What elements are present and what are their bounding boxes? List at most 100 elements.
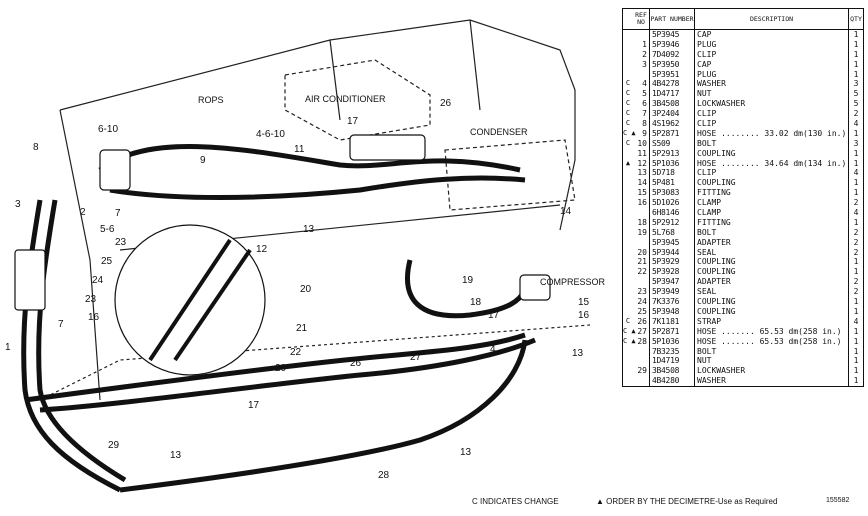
ref-no: 10 bbox=[633, 138, 650, 149]
callout: 20 bbox=[300, 284, 312, 295]
row-mark bbox=[623, 376, 633, 386]
part-number: 1D4717 bbox=[650, 89, 695, 100]
quantity: 1 bbox=[853, 356, 859, 366]
ref-no: 27 bbox=[633, 326, 650, 337]
quantity: 1 bbox=[853, 346, 859, 356]
callout: 8 bbox=[33, 142, 39, 153]
row-mark bbox=[623, 366, 633, 376]
part-number: 3B4508 bbox=[650, 99, 695, 110]
callout: 14 bbox=[560, 206, 572, 217]
ref-no: 4 bbox=[633, 79, 650, 90]
description: CAP bbox=[695, 30, 849, 40]
callout-numbers: 6-10 8 3 2 5-6 7 7 1 23 24 25 23 16 9 4-… bbox=[5, 98, 590, 481]
description: PLUG bbox=[695, 39, 849, 50]
quantity: 4 bbox=[853, 208, 859, 218]
quantity: 2 bbox=[853, 237, 859, 247]
ref-no: 14 bbox=[633, 178, 650, 189]
description: COUPLING bbox=[695, 148, 849, 159]
part-number-header: PART NUMBER bbox=[650, 9, 695, 29]
row-mark bbox=[623, 248, 633, 258]
description: PLUG bbox=[695, 69, 849, 80]
part-number: 4B4280 bbox=[650, 376, 695, 387]
quantity: 1 bbox=[853, 267, 859, 277]
order-note: ▲ ORDER BY THE DECIMETRE-Use as Required bbox=[596, 497, 778, 506]
hose-lines bbox=[21, 144, 536, 493]
row-mark bbox=[623, 208, 633, 218]
description: HOSE ........ 33.02 dm(130 in.) bbox=[695, 128, 849, 139]
description: LOCKWASHER bbox=[695, 366, 849, 377]
quantity: 4 bbox=[853, 316, 859, 326]
callout: 28 bbox=[378, 470, 390, 481]
quantity: 1 bbox=[853, 178, 859, 188]
ref-no: 22 bbox=[633, 267, 650, 278]
part-number: 5P2912 bbox=[650, 217, 695, 228]
air-conditioner-label: AIR CONDITIONER bbox=[305, 94, 386, 104]
ref-no: 24 bbox=[633, 297, 650, 307]
quantity: 2 bbox=[853, 247, 859, 257]
row-mark bbox=[623, 277, 633, 287]
description: ADAPTER bbox=[695, 237, 849, 248]
description: FITTING bbox=[695, 188, 849, 199]
quantity: 1 bbox=[853, 69, 859, 79]
row-mark: C bbox=[625, 99, 631, 108]
qty-header: QTY bbox=[850, 14, 862, 23]
row-mark: C ▲ bbox=[623, 336, 636, 345]
callout: 16 bbox=[88, 312, 100, 323]
description: CLIP bbox=[695, 49, 849, 60]
row-mark bbox=[623, 257, 633, 267]
row-mark bbox=[623, 356, 633, 366]
row-mark: C bbox=[625, 89, 631, 98]
row-mark bbox=[623, 228, 633, 238]
description: COUPLING bbox=[695, 178, 849, 189]
figure-code: 155582 bbox=[826, 497, 850, 504]
callout: 17 bbox=[347, 116, 359, 127]
description: FITTING bbox=[695, 217, 849, 228]
row-mark bbox=[623, 307, 633, 317]
change-note: C INDICATES CHANGE bbox=[472, 497, 559, 506]
part-number: 5P3929 bbox=[650, 257, 695, 268]
description: WASHER bbox=[695, 79, 849, 90]
ref-no: 7 bbox=[633, 109, 650, 120]
part-number: 5P3945 bbox=[650, 30, 695, 40]
quantity: 3 bbox=[853, 138, 859, 148]
quantity: 1 bbox=[853, 326, 859, 336]
callout: 6-10 bbox=[98, 124, 118, 135]
part-number: 5P1036 bbox=[650, 158, 695, 169]
part-number: 3P2404 bbox=[650, 109, 695, 120]
callout: 11 bbox=[294, 144, 305, 155]
callout: 23 bbox=[85, 294, 97, 305]
row-mark bbox=[623, 347, 633, 357]
description: COUPLING bbox=[695, 257, 849, 268]
description: NUT bbox=[695, 356, 849, 367]
callout: 29 bbox=[108, 440, 120, 451]
callout: 18 bbox=[470, 297, 482, 308]
row-mark: C bbox=[625, 109, 631, 118]
row-mark: C bbox=[625, 119, 631, 128]
callout: 7 bbox=[115, 208, 121, 219]
quantity: 5 bbox=[853, 99, 859, 109]
quantity: 5 bbox=[853, 89, 859, 99]
ref-no: 25 bbox=[633, 306, 650, 317]
quantity: 1 bbox=[853, 188, 859, 198]
callout: 15 bbox=[578, 297, 590, 308]
description: ADAPTER bbox=[695, 277, 849, 288]
part-number: 5L768 bbox=[650, 227, 695, 238]
quantity: 2 bbox=[853, 287, 859, 297]
row-mark bbox=[623, 297, 633, 307]
description: CLIP bbox=[695, 109, 849, 120]
description: SEAL bbox=[695, 247, 849, 258]
